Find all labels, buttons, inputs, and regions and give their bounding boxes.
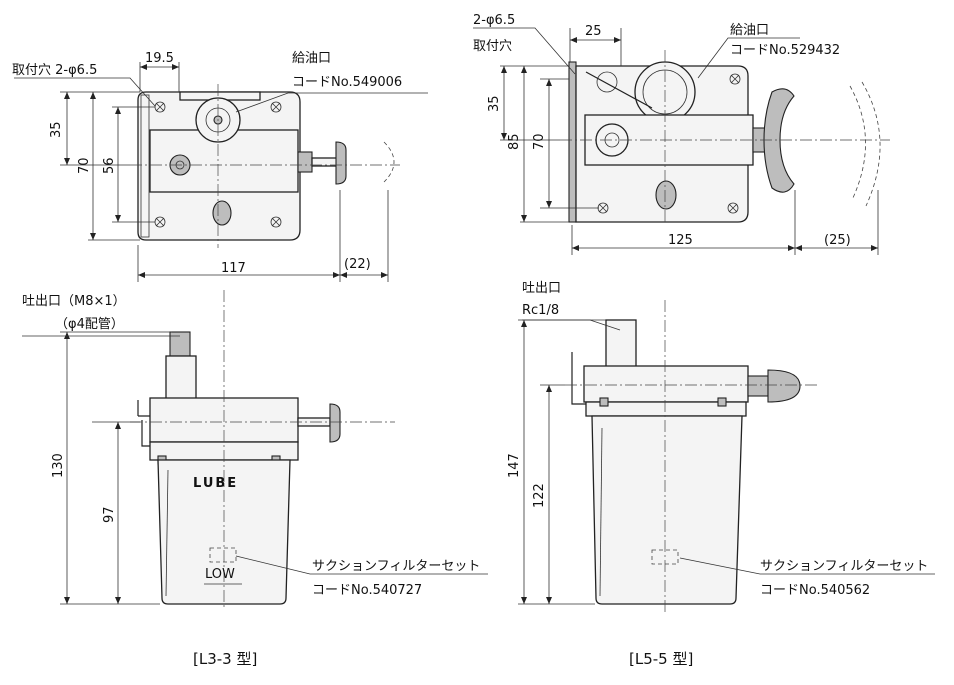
l3-dim-19-5: 19.5 bbox=[145, 51, 174, 66]
l5-mount-hole-label: 2-φ6.5 bbox=[473, 13, 515, 28]
caption-l3: [L3-3 型] bbox=[193, 650, 257, 668]
l3-mount-hole-label: 取付穴 2-φ6.5 bbox=[12, 63, 97, 78]
l5-filter-code: コードNo.540562 bbox=[760, 583, 870, 598]
l3-dim-22: (22) bbox=[344, 257, 371, 272]
l5-outlet-label: 吐出口 bbox=[522, 281, 561, 296]
l3-filter-code: コードNo.540727 bbox=[312, 583, 422, 598]
l5-outlet-sub: Rc1/8 bbox=[522, 303, 559, 318]
l3-oil-inlet-title: 給油口 bbox=[292, 51, 331, 66]
l5-dim-35: 35 bbox=[487, 95, 502, 112]
l5-dim-70: 70 bbox=[532, 133, 547, 150]
l3-dim-70: 70 bbox=[77, 157, 92, 174]
l5-dim-147: 147 bbox=[507, 453, 522, 478]
l3-oil-inlet-code: コードNo.549006 bbox=[292, 75, 402, 90]
l3-low-mark: LOW bbox=[205, 567, 235, 582]
l5-dim-125: 125 bbox=[668, 233, 693, 248]
l3-dim-97: 97 bbox=[102, 506, 117, 523]
l5-filter-title: サクションフィルターセット bbox=[760, 559, 928, 574]
caption-l5: [L5-5 型] bbox=[629, 650, 693, 668]
l3-dim-35: 35 bbox=[49, 121, 64, 138]
l5-oil-inlet-code: コードNo.529432 bbox=[730, 43, 840, 58]
l5-oil-inlet-title: 給油口 bbox=[730, 23, 769, 38]
l3-filter-title: サクションフィルターセット bbox=[312, 559, 480, 574]
l5-plan-view: 2-φ6.5 取付穴 25 給油口 コードNo.529432 35 85 70 … bbox=[473, 13, 890, 255]
l3-outlet-label: 吐出口（M8×1） bbox=[22, 294, 126, 309]
l3-dim-130: 130 bbox=[51, 453, 66, 478]
l3-plan-view: 19.5 取付穴 2-φ6.5 給油口 コードNo.549006 35 70 5… bbox=[12, 51, 428, 282]
l5-side-view: 吐出口 Rc1/8 147 122 サクションフィルターセット コードNo.54… bbox=[507, 281, 935, 612]
l3-side-view: 吐出口（M8×1） （φ4配管） 130 97 LUBE LOW サクションフィ… bbox=[22, 290, 488, 610]
l5-dim-25: 25 bbox=[585, 24, 602, 39]
l3-tank-brand: LUBE bbox=[193, 476, 238, 491]
l3-dim-56: 56 bbox=[102, 157, 117, 174]
l3-dim-117: 117 bbox=[221, 261, 246, 276]
l5-dim-25b: (25) bbox=[824, 233, 851, 248]
l3-outlet-sub: （φ4配管） bbox=[55, 317, 124, 332]
l5-dim-85: 85 bbox=[507, 133, 522, 150]
l5-mount-hole-sub: 取付穴 bbox=[473, 39, 512, 54]
l5-dim-122: 122 bbox=[532, 483, 547, 508]
